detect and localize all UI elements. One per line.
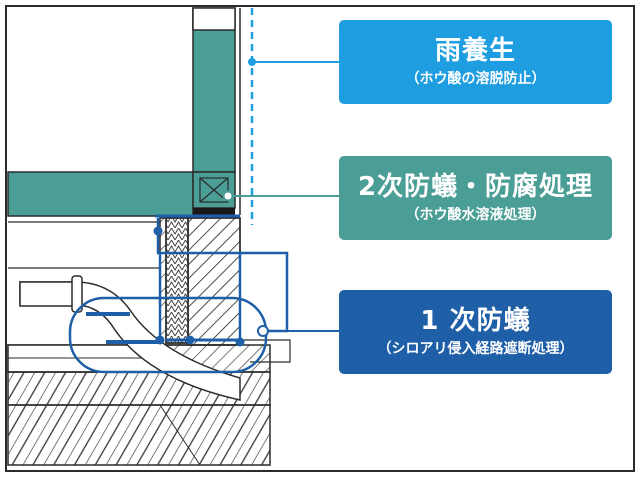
- ground-layer: [7, 404, 271, 466]
- wall-stud: [192, 7, 236, 173]
- rain-protection-title: 雨養生: [434, 36, 516, 66]
- base-packing: [193, 208, 235, 216]
- primary-treatment-subtitle: （シロアリ侵入経路遮断処理）: [377, 341, 574, 357]
- secondary-treatment-title: 2次防蟻・防腐処理: [357, 172, 594, 202]
- primary-treatment-title: 1 次防蟻: [420, 306, 531, 336]
- secondary-treatment-callout: 2次防蟻・防腐処理 （ホウ酸水溶液処理）: [339, 156, 612, 240]
- rain-protection-subtitle: （ホウ酸の溶脱防止）: [405, 71, 546, 87]
- primary-treatment-callout: 1 次防蟻 （シロアリ侵入経路遮断処理）: [339, 290, 612, 374]
- floor-joist: [7, 171, 194, 217]
- secondary-treatment-subtitle: （ホウ酸水溶液処理）: [405, 207, 546, 223]
- primary-route-line: [156, 232, 289, 333]
- rain-protection-callout: 雨養生 （ホウ酸の溶脱防止）: [339, 20, 612, 104]
